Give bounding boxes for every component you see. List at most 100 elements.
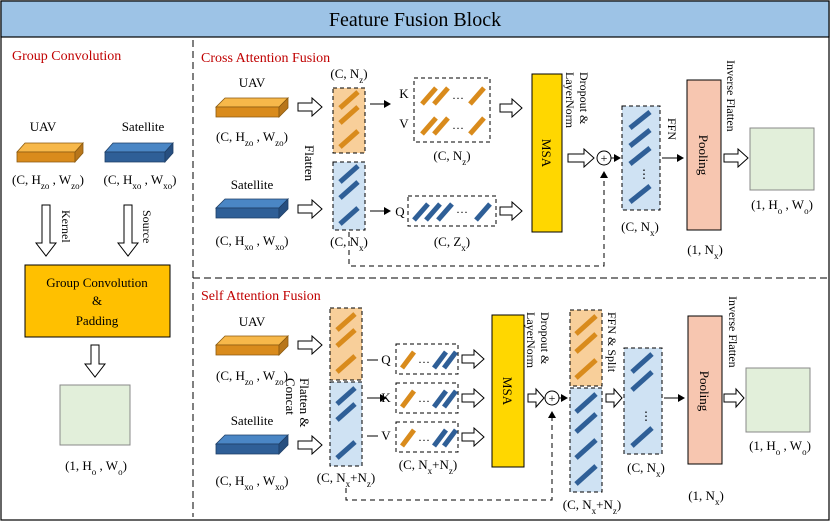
group-conv-title: Group Convolution xyxy=(12,49,121,64)
gc-box-line3: Padding xyxy=(76,313,119,328)
self-q-label: Q xyxy=(381,352,391,367)
gc-out-dims: (1, Ho , Wo) xyxy=(65,458,127,477)
self-arrow-q-msa xyxy=(461,348,485,370)
self-pool-dims: (1, Nx) xyxy=(688,488,724,507)
self-arrow-inverse xyxy=(723,387,745,409)
self-res-sat-bars xyxy=(574,392,598,486)
self-msa-block xyxy=(491,314,525,468)
self-uav-label: UAV xyxy=(239,314,266,329)
self-output-map xyxy=(745,367,811,433)
cross-arrow-msa-plus xyxy=(567,147,595,169)
self-arrow-k-msa xyxy=(461,387,485,409)
cross-arrow-sat xyxy=(297,198,323,220)
cross-dropout-line1: Dropout & xyxy=(577,72,591,125)
self-k-tokens: ··· xyxy=(400,389,458,409)
cross-pool-dims: (1, Nx) xyxy=(687,242,723,261)
gc-sat-label: Satellite xyxy=(122,119,165,134)
cross-sat-label: Satellite xyxy=(231,177,274,192)
self-pool-label: Pooling xyxy=(697,371,712,412)
svg-text:⋮: ⋮ xyxy=(640,409,652,423)
self-msa-label: MSA xyxy=(500,377,515,406)
title-bar xyxy=(0,0,830,38)
self-split-token-bars: ⋮ xyxy=(630,352,654,448)
svg-text:···: ··· xyxy=(418,433,430,447)
self-q-tokens: ··· xyxy=(400,350,458,370)
cross-plus: + xyxy=(601,151,608,165)
self-res-uav-bars xyxy=(574,314,598,380)
cross-msa-label: MSA xyxy=(539,139,554,168)
gc-uav-dims: (C, Hzo , Wzo) xyxy=(12,172,84,191)
gc-kernel-label: Kernel xyxy=(59,210,73,243)
cross-title: Cross Attention Fusion xyxy=(201,51,330,66)
cross-msa-block xyxy=(531,73,563,233)
self-arrow-v-msa xyxy=(461,426,485,448)
cross-k-tokens: ··· xyxy=(420,86,486,106)
svg-text:···: ··· xyxy=(452,121,464,135)
gc-source-arrow xyxy=(116,204,140,257)
cross-uav-dims: (C, Hzo , Wzo) xyxy=(216,129,288,148)
cross-uav-token-bars xyxy=(338,90,360,149)
diagram-title: Feature Fusion Block xyxy=(329,9,501,31)
cross-ffn-label: FFN xyxy=(665,118,679,140)
svg-text:···: ··· xyxy=(418,394,430,408)
self-uav-slab xyxy=(215,335,289,356)
svg-text:···: ··· xyxy=(452,91,464,105)
self-flatten-line2: Concat xyxy=(283,378,298,415)
cross-v-label: V xyxy=(399,116,409,131)
self-pool-block xyxy=(687,315,723,465)
cross-pool-block xyxy=(686,79,722,231)
cross-z-dims: (C, Nz) xyxy=(330,66,367,85)
self-arrow-uav xyxy=(297,334,323,356)
cross-arrow-uav xyxy=(297,96,323,118)
self-qkv-dims: (C, Nx+Nz) xyxy=(399,457,457,476)
cross-sat-dims: (C, Hxo , Wxo) xyxy=(215,233,288,252)
self-out-dims: (1, Ho , Wo) xyxy=(749,438,811,457)
cross-out-token-bars: ⋮ xyxy=(628,110,652,204)
self-arrow-msa-plus xyxy=(527,387,545,409)
self-sat-slab xyxy=(215,434,289,455)
cross-uav-slab xyxy=(215,97,289,118)
cross-arrow-kv-msa xyxy=(499,97,523,119)
self-v-label: V xyxy=(381,428,391,443)
self-arrow-split xyxy=(605,387,623,409)
self-uav-token-bars xyxy=(335,312,357,374)
cross-pool-label: Pooling xyxy=(696,135,711,176)
self-arrow-sat xyxy=(297,434,323,456)
cross-sat-token-bars xyxy=(338,164,360,226)
cross-out-dims: (1, Ho , Wo) xyxy=(751,197,813,216)
gc-sat-slab xyxy=(104,141,174,164)
cross-q-dims: (C, Zx) xyxy=(434,234,470,253)
gc-output-map xyxy=(59,384,131,446)
self-sat-dims: (C, Hxo , Wxo) xyxy=(215,473,288,492)
cross-arrow-q-msa xyxy=(499,200,523,222)
cross-inverse-label: Inverse Flatten xyxy=(724,60,738,132)
cross-ffn-dims: (C, Nx) xyxy=(621,219,659,238)
self-uav-dims: (C, Hzo , Wzo) xyxy=(216,368,288,387)
self-res-uav-tokens xyxy=(569,309,603,387)
self-sat-token-bars xyxy=(335,386,357,460)
cross-flatten-label: Flatten xyxy=(302,145,317,182)
svg-text:···: ··· xyxy=(418,355,430,369)
svg-text:⋮: ⋮ xyxy=(638,167,650,181)
self-dropout-line1: Dropout & xyxy=(538,312,552,365)
cross-arrow-inverse xyxy=(723,147,749,169)
cross-kv-dims: (C, Nz) xyxy=(433,148,470,167)
cross-q-tokens: ··· xyxy=(412,202,492,222)
self-residual-path xyxy=(345,411,556,501)
gc-down-arrow xyxy=(83,344,107,378)
self-sat-label: Satellite xyxy=(231,413,274,428)
self-title: Self Attention Fusion xyxy=(201,289,321,304)
self-concat-dims: (C, Nx+Nz) xyxy=(317,470,375,489)
self-k-label: K xyxy=(381,390,391,405)
cross-q-label: Q xyxy=(395,204,405,219)
gc-source-label: Source xyxy=(140,210,154,243)
gc-sat-dims: (C, Hxo , Wxo) xyxy=(103,172,176,191)
svg-text:···: ··· xyxy=(456,205,468,219)
cross-k-label: K xyxy=(399,86,409,101)
self-split-dims: (C, Nx) xyxy=(627,460,665,479)
self-v-tokens: ··· xyxy=(400,428,458,448)
self-plus: + xyxy=(549,391,556,405)
gc-uav-slab xyxy=(16,141,84,164)
